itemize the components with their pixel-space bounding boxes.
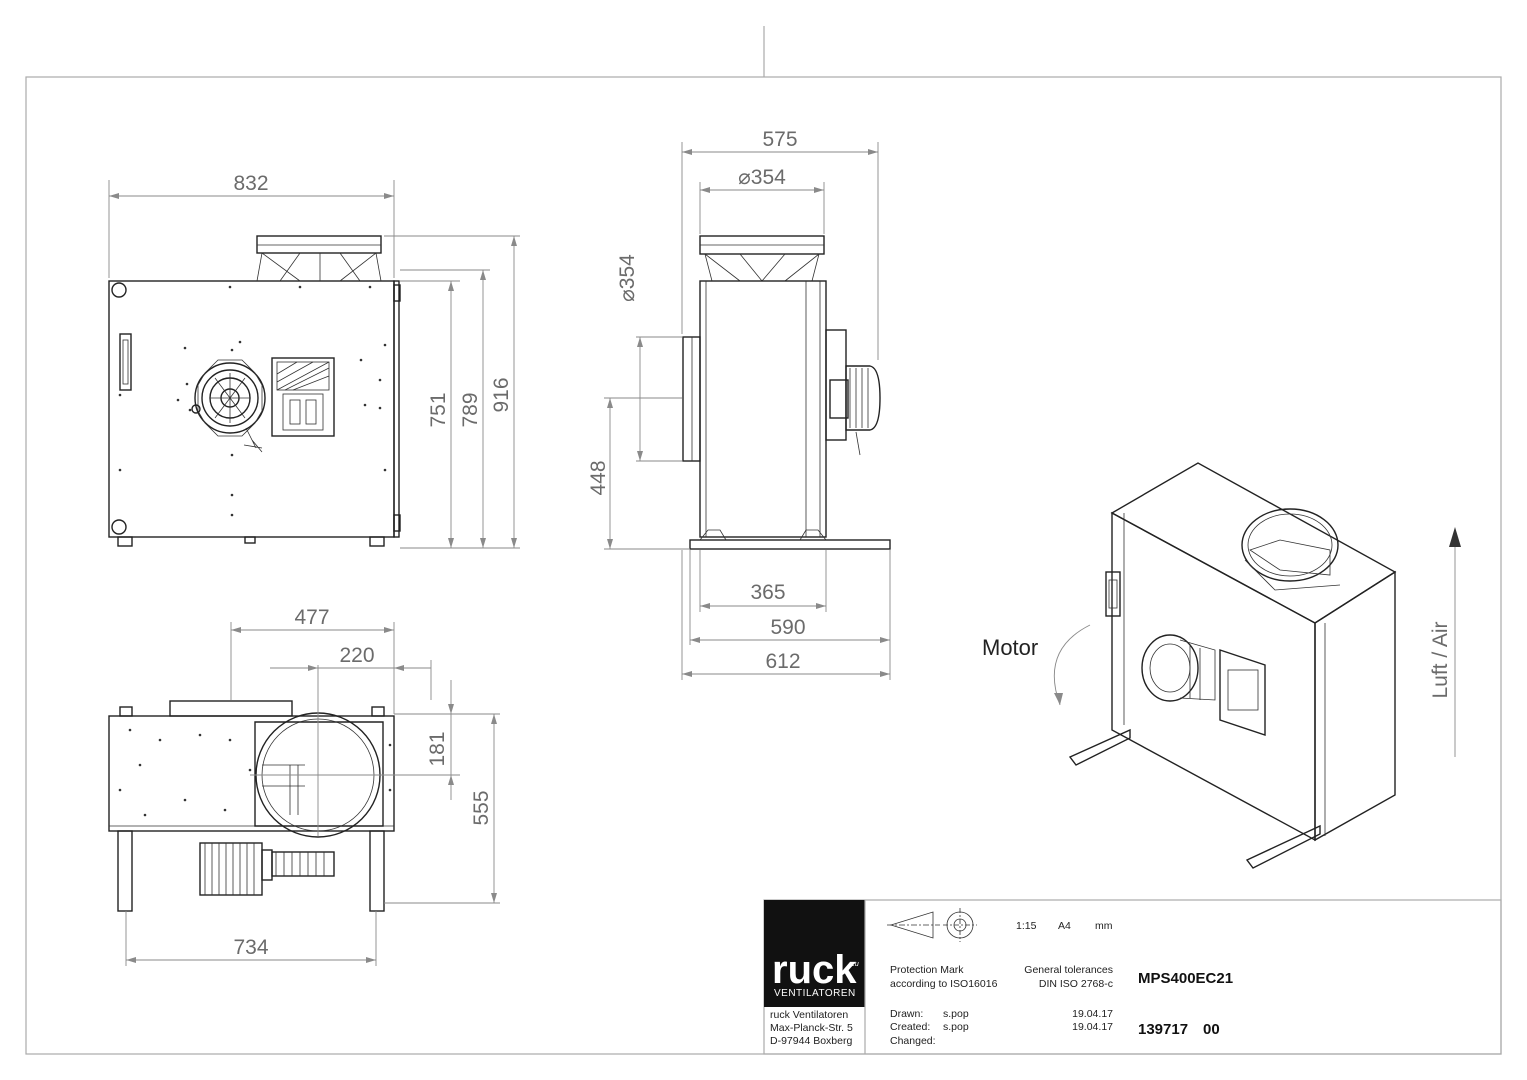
front-dim-832 xyxy=(108,180,395,278)
dim-top-offset: 220 xyxy=(339,644,374,667)
model-number: MPS400EC21 xyxy=(1138,970,1233,987)
front-view: 832 751 789 916 xyxy=(108,172,520,549)
protection-mark-line1: Protection Mark xyxy=(890,964,964,976)
dim-top-foot-width: 734 xyxy=(233,936,268,959)
dim-top-depth-offset: 181 xyxy=(426,731,449,766)
dim-front-width: 832 xyxy=(233,172,268,195)
scale: 1:15 xyxy=(1016,920,1037,932)
side-dim-top xyxy=(681,142,879,360)
dim-front-frame-height: 789 xyxy=(459,392,482,427)
created-date: 19.04.17 xyxy=(1072,1021,1113,1033)
unit: mm xyxy=(1095,920,1113,932)
title-block: ruck eu VENTILATOREN ruck Ventilatoren M… xyxy=(763,899,1502,1055)
dim-front-total-height: 916 xyxy=(490,377,513,412)
brand-logo: ruck xyxy=(772,948,857,992)
dim-side-width: 575 xyxy=(762,128,797,151)
top-view: 477 220 181 555 734 xyxy=(108,606,500,966)
dim-top-depth: 555 xyxy=(470,790,493,825)
dim-side-inlet-diameter: ⌀354 xyxy=(616,254,639,302)
company-name: ruck Ventilatoren xyxy=(770,1009,848,1021)
drawn-by: s.pop xyxy=(943,1008,969,1020)
front-dim-heights xyxy=(384,235,520,549)
revision: 00 xyxy=(1203,1021,1220,1038)
dim-side-offset: 448 xyxy=(587,460,610,495)
created-label: Created: xyxy=(890,1021,930,1033)
company-city: D-97944 Boxberg xyxy=(770,1035,852,1047)
dim-side-top-diameter: ⌀354 xyxy=(738,166,786,189)
dim-side-foot-inner: 365 xyxy=(750,581,785,604)
dim-side-foot-mid: 590 xyxy=(770,616,805,639)
paper-size: A4 xyxy=(1058,920,1071,932)
dim-front-body-height: 751 xyxy=(427,392,450,427)
logo-box xyxy=(764,900,865,1007)
airflow-label: Luft / Air xyxy=(1429,621,1452,698)
side-view: 575 ⌀354 ⌀354 448 365 590 612 xyxy=(587,128,891,680)
company-street: Max-Planck-Str. 5 xyxy=(770,1022,853,1034)
tolerances-line1: General tolerances xyxy=(1024,964,1113,976)
changed-label: Changed: xyxy=(890,1035,936,1047)
brand-tagline: VENTILATOREN xyxy=(774,988,856,999)
drawn-label: Drawn: xyxy=(890,1008,923,1020)
side-dim-bottom xyxy=(681,550,891,680)
created-by: s.pop xyxy=(943,1021,969,1033)
brand-suffix: eu xyxy=(851,961,859,968)
dim-top-width: 477 xyxy=(294,606,329,629)
motor-label: Motor xyxy=(982,635,1038,660)
tolerances-line2: DIN ISO 2768-c xyxy=(1039,978,1113,990)
dim-side-foot-outer: 612 xyxy=(765,650,800,673)
drawn-date: 19.04.17 xyxy=(1072,1008,1113,1020)
side-dim-left xyxy=(604,336,690,550)
iso-view: Motor Luft / Air xyxy=(982,462,1461,869)
top-dim-lines xyxy=(125,622,500,966)
part-number: 139717 xyxy=(1138,1021,1188,1038)
protection-mark-line2: according to ISO16016 xyxy=(890,978,998,990)
projection-symbol-icon xyxy=(887,908,977,942)
